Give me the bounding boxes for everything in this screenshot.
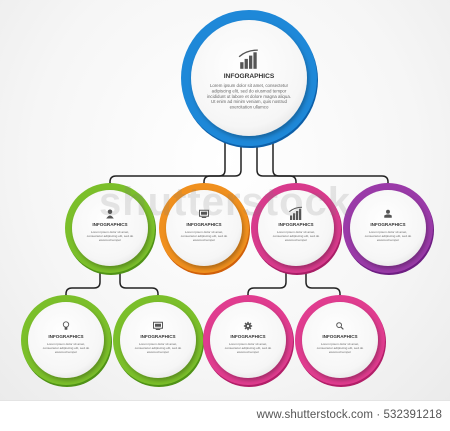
node-title: INFOGRAPHICS xyxy=(92,222,127,227)
user-icon xyxy=(384,209,392,218)
node-disc xyxy=(350,190,426,266)
node-body-text: Lorem ipsum dolor sit amet,consectetur a… xyxy=(317,342,364,354)
connector-line xyxy=(247,271,287,297)
node-disc xyxy=(28,302,104,378)
node-title: INFOGRAPHICS xyxy=(230,334,265,339)
connector-line xyxy=(203,143,242,185)
person-icon xyxy=(106,209,114,219)
lightbulb-icon xyxy=(62,321,70,330)
connector-line xyxy=(305,271,341,297)
node-title: INFOGRAPHICS xyxy=(140,334,175,339)
gear-icon xyxy=(243,321,253,331)
node-bot-1: INFOGRAPHICS Lorem ipsum dolor sit amet,c… xyxy=(21,295,112,387)
node-title: INFOGRAPHICS xyxy=(370,222,405,227)
node-bot-2: INFOGRAPHICS Lorem ipsum dolor sit amet,c… xyxy=(113,295,204,387)
node-root: INFOGRAPHICS Lorem ipsum dolor sit amet, … xyxy=(181,10,318,148)
node-mid-3: INFOGRAPHICS Lorem ipsum dolor sit amet,c… xyxy=(251,183,342,275)
node-disc xyxy=(302,302,378,378)
node-title: INFOGRAPHICS xyxy=(322,334,357,339)
node-body-text: Lorem ipsum dolor sit amet,consectetur a… xyxy=(365,230,412,242)
node-body-text: Lorem ipsum dolor sit amet,consectetur a… xyxy=(87,230,134,242)
node-mid-2: INFOGRAPHICS Lorem ipsum dolor sit amet,c… xyxy=(159,183,250,275)
node-title: INFOGRAPHICS xyxy=(224,73,275,80)
connector-line xyxy=(256,143,297,185)
bar-chart-icon xyxy=(238,49,258,69)
node-disc xyxy=(191,20,307,136)
connector-line xyxy=(272,139,389,185)
node-disc xyxy=(258,190,334,266)
bar-chart-icon xyxy=(288,206,303,220)
nodes: INFOGRAPHICS Lorem ipsum dolor sit amet, … xyxy=(21,10,434,387)
node-bot-3: INFOGRAPHICS Lorem ipsum dolor sit amet,c… xyxy=(203,295,294,387)
connector-line xyxy=(65,271,101,297)
connector-line xyxy=(119,271,159,297)
node-body-text: Lorem ipsum dolor sit amet,consectetur a… xyxy=(43,342,90,354)
node-mid-1: INFOGRAPHICS Lorem ipsum dolor sit amet,c… xyxy=(65,183,156,275)
monitor-icon xyxy=(199,209,209,218)
node-body-text: Lorem ipsum dolor sit amet,consectetur a… xyxy=(273,230,320,242)
node-title: INFOGRAPHICS xyxy=(48,334,83,339)
monitor-icon xyxy=(153,321,163,330)
node-bot-4: INFOGRAPHICS Lorem ipsum dolor sit amet,c… xyxy=(295,295,386,387)
node-disc xyxy=(166,190,242,266)
node-disc xyxy=(210,302,286,378)
node-title: INFOGRAPHICS xyxy=(186,222,221,227)
node-title: INFOGRAPHICS xyxy=(278,222,313,227)
search-icon xyxy=(336,322,344,330)
footer-bar: www.shutterstock.com · 532391218 xyxy=(0,400,450,431)
connector-line xyxy=(109,139,226,185)
node-mid-4: INFOGRAPHICS Lorem ipsum dolor sit amet,c… xyxy=(343,183,434,275)
org-chart-canvas: INFOGRAPHICS Lorem ipsum dolor sit amet, … xyxy=(0,0,450,400)
node-body-text: Lorem ipsum dolor sit amet,consectetur a… xyxy=(181,230,228,242)
footer-caption: www.shutterstock.com · 532391218 xyxy=(256,409,442,421)
node-body-text: Lorem ipsum dolor sit amet,consectetur a… xyxy=(135,342,182,354)
org-chart: INFOGRAPHICS Lorem ipsum dolor sit amet, … xyxy=(21,10,434,387)
node-body-text: Lorem ipsum dolor sit amet,consectetur a… xyxy=(225,342,272,354)
node-disc xyxy=(72,190,148,266)
node-disc xyxy=(120,302,196,378)
